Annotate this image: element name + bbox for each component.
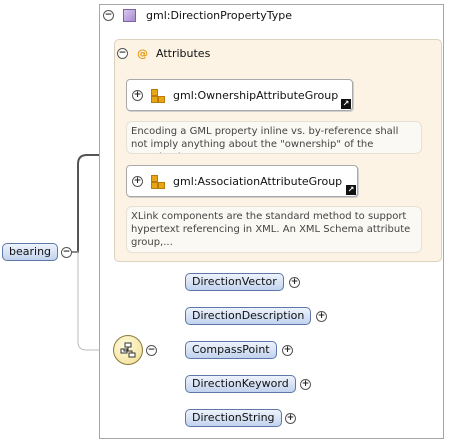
reference-link-icon[interactable]: ↗ bbox=[346, 185, 356, 195]
expand-icon[interactable]: + bbox=[289, 277, 300, 288]
reference-link-icon[interactable]: ↗ bbox=[341, 99, 351, 109]
documentation-note: XLink components are the standard method… bbox=[126, 206, 422, 253]
element-label: DirectionVector bbox=[192, 275, 277, 288]
root-element-label: bearing bbox=[9, 245, 52, 258]
collapse-icon[interactable]: − bbox=[61, 247, 72, 258]
root-to-type-connector bbox=[72, 154, 114, 253]
expand-icon[interactable]: + bbox=[316, 311, 327, 322]
expand-icon[interactable]: + bbox=[132, 175, 143, 187]
element-direction-string[interactable]: DirectionString bbox=[185, 409, 282, 427]
element-direction-vector[interactable]: DirectionVector bbox=[185, 273, 284, 291]
attribute-group-label: gml:AssociationAttributeGroup bbox=[173, 174, 343, 188]
root-element-bearing[interactable]: bearing bbox=[2, 243, 59, 261]
element-label: DirectionDescription bbox=[192, 309, 305, 322]
type-header: gml:DirectionPropertyType bbox=[103, 7, 292, 23]
expand-icon[interactable]: + bbox=[282, 345, 293, 356]
expand-icon[interactable]: + bbox=[300, 379, 311, 390]
collapse-icon[interactable]: − bbox=[103, 10, 114, 21]
element-direction-description[interactable]: DirectionDescription bbox=[185, 307, 312, 325]
attributes-header: @ Attributes bbox=[117, 45, 210, 61]
attribute-group-icon bbox=[151, 174, 165, 189]
expand-icon[interactable]: + bbox=[285, 413, 296, 424]
collapse-icon[interactable]: − bbox=[146, 345, 157, 356]
type-title: gml:DirectionPropertyType bbox=[146, 8, 292, 22]
element-compass-point[interactable]: CompassPoint bbox=[185, 341, 277, 359]
element-label: DirectionString bbox=[192, 411, 275, 424]
sequence-glyph bbox=[120, 342, 136, 358]
complex-type-icon bbox=[123, 8, 136, 22]
attribute-group-ownership[interactable]: + gml:OwnershipAttributeGroup ↗ bbox=[126, 79, 353, 111]
attributes-title: Attributes bbox=[156, 46, 211, 60]
expand-icon[interactable]: + bbox=[132, 89, 143, 101]
documentation-note: Encoding a GML property inline vs. by-re… bbox=[126, 121, 422, 154]
element-direction-keyword[interactable]: DirectionKeyword bbox=[185, 375, 296, 393]
collapse-icon[interactable]: − bbox=[117, 48, 128, 59]
element-label: DirectionKeyword bbox=[192, 377, 289, 390]
attribute-at-icon: @ bbox=[137, 46, 148, 60]
element-label: CompassPoint bbox=[192, 343, 270, 356]
attribute-group-icon bbox=[151, 88, 165, 103]
attribute-group-association[interactable]: + gml:AssociationAttributeGroup ↗ bbox=[126, 165, 358, 197]
root-to-sequence-connector bbox=[72, 251, 113, 351]
attribute-group-label: gml:OwnershipAttributeGroup bbox=[173, 88, 339, 102]
sequence-compositor-icon[interactable] bbox=[113, 335, 143, 365]
